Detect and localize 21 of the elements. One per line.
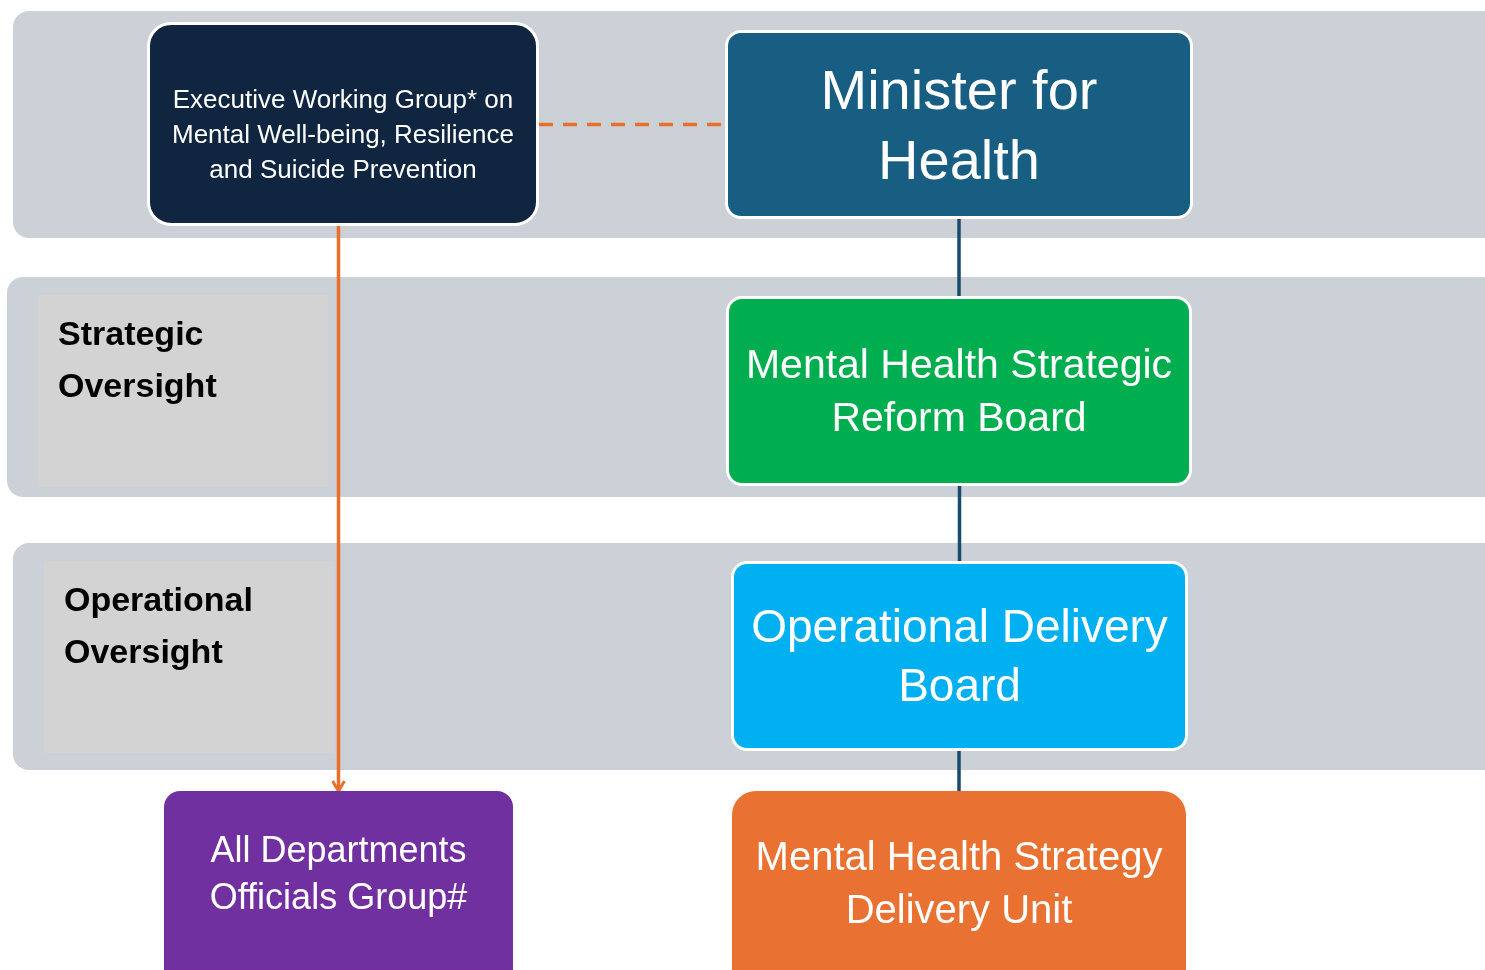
org-box: [726, 296, 1192, 486]
lane-heading: Strategic Oversight: [58, 313, 218, 406]
org-box: [147, 22, 539, 226]
lane-heading: Operational Oversight: [64, 579, 254, 672]
box-text: Minister for Health: [819, 56, 1099, 193]
swimlane-band: [13, 543, 1485, 770]
org-box: [164, 791, 513, 970]
arrow: [331, 226, 346, 793]
org-box: [731, 561, 1188, 751]
org-box: [732, 791, 1186, 970]
box-text: Mental Health Strategic Reform Board: [744, 340, 1174, 442]
swimlane-band: [7, 277, 1485, 497]
box-text: All Departments Officials Group#: [208, 827, 469, 919]
box-text: Executive Working Group* on Mental Well-being, Resilience and Suicide Prevention: [171, 82, 515, 186]
box-text: Mental Health Strategy Delivery Unit: [754, 832, 1164, 933]
box-text: Operational Delivery Board: [750, 599, 1169, 713]
band-background: [13, 11, 1485, 238]
connector-line: [957, 219, 961, 296]
org-box: [725, 30, 1193, 219]
connector-line: [957, 751, 961, 791]
connector-line: [957, 486, 962, 561]
